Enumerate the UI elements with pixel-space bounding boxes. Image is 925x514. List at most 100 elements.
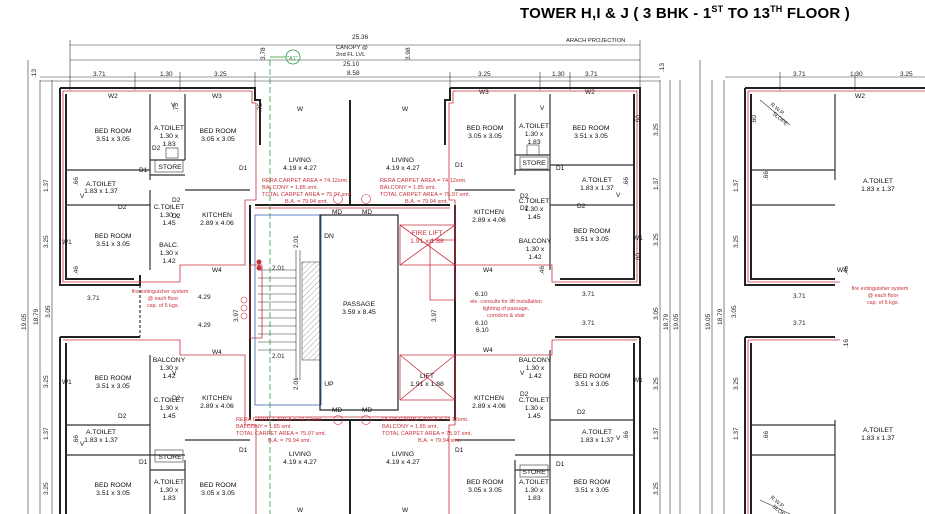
ctoilet-dim2-1: 1.45 bbox=[162, 220, 175, 227]
fire-note-1a: fire extinguisher system bbox=[132, 289, 189, 295]
room-labels: BED ROOM 3.51 x 3.05 A.TOILET 1.30 x 1.8… bbox=[84, 123, 614, 502]
bedroom-label-12: BED ROOM bbox=[573, 479, 610, 486]
far-right-room-labels: A.TOILET 1.83 x 1.37 A.TOILET 1.83 x 1.3… bbox=[837, 93, 895, 442]
dim-3-71-c: 3.71 bbox=[793, 71, 806, 78]
vent-v-e: V bbox=[80, 441, 85, 448]
dim-8-58: 8.58 bbox=[347, 70, 360, 77]
window-w2-a: W2 bbox=[108, 93, 118, 100]
dim-60-a: .60 bbox=[635, 115, 642, 124]
balcony-label-3: BALCONY bbox=[153, 357, 186, 364]
dim-66-b: .66 bbox=[623, 177, 630, 186]
fire-extinguisher-rings bbox=[240, 194, 371, 425]
lift-label: LIFT bbox=[420, 373, 434, 380]
balc-label-1: BALC. bbox=[159, 242, 179, 249]
bedroom-size-9: 3.05 x 3.05 bbox=[201, 490, 235, 497]
window-w4-a: W4 bbox=[212, 267, 222, 274]
atoilet-dim2-3: 1.83 bbox=[527, 139, 540, 146]
door-d1-g: D1 bbox=[455, 447, 464, 454]
bedroom-size-1: 3.51 x 3.05 bbox=[96, 136, 130, 143]
drawing-title: TOWER H,I & J ( 3 BHK - 1ST TO 13TH FLOO… bbox=[520, 4, 850, 22]
balc-dim1-2: 1.30 x bbox=[526, 246, 545, 253]
title-sup-st: ST bbox=[711, 4, 724, 14]
ctoilet-dim2-3: 1.45 bbox=[162, 413, 175, 420]
ctoilet-label-3: C.TOILET bbox=[154, 397, 184, 404]
atoilet-label-5: A.TOILET bbox=[86, 429, 116, 436]
general-notes: fire extinguisher system @ each floor ca… bbox=[132, 286, 909, 319]
dim-3-25-i: 3.25 bbox=[653, 377, 660, 390]
dim-3-97-b: 3.97 bbox=[431, 309, 438, 322]
balcony-area-2: BALCONY = 1.85 smt. bbox=[380, 185, 436, 191]
lift-consult-note-c: corridors & stair bbox=[487, 313, 525, 319]
window-w4-c: W4 bbox=[212, 349, 222, 356]
rera-area-2: RERA CARPET AREA = 74.12smt. bbox=[380, 178, 467, 184]
door-d1-e: D1 bbox=[139, 459, 148, 466]
vent-v-f: V bbox=[616, 435, 621, 442]
top-notes: CANOPY @ 2nd FL LVL ARACH PROJECTION bbox=[336, 38, 625, 58]
living-size-4: 4.19 x 4.27 bbox=[386, 459, 420, 466]
door-d1-c: D1 bbox=[455, 162, 464, 169]
door-d2-j: D2 bbox=[520, 391, 529, 398]
kitchen-label-2: KITCHEN bbox=[474, 209, 504, 216]
door-d1-a: D1 bbox=[139, 167, 148, 174]
atoilet-dim1-3: 1.30 x bbox=[525, 131, 544, 138]
lift-consult-note-b: lighting of passage, bbox=[483, 306, 530, 312]
fire-note-1b: @ each floor bbox=[148, 296, 179, 302]
dim-1-37-f: 1.37 bbox=[733, 427, 740, 440]
dim-3-05-b: 3.05 bbox=[653, 307, 660, 320]
living-label-3: LIVING bbox=[289, 451, 311, 458]
dim-2-01-d: 2.01 bbox=[272, 353, 285, 360]
balc-dim1-3: 1.30 x bbox=[160, 365, 179, 372]
left-dimension-lines bbox=[27, 60, 725, 514]
living-label-2: LIVING bbox=[392, 157, 414, 164]
title-mid: TO 13 bbox=[723, 5, 771, 22]
dim-1-30-b: 1.30 bbox=[552, 71, 565, 78]
window-w1-c: W1 bbox=[62, 379, 72, 386]
dim-16-a: .16 bbox=[843, 339, 850, 348]
stair-down-label: DN bbox=[324, 233, 334, 240]
dim-3-71-h: 3.71 bbox=[793, 320, 806, 327]
total-area-4: TOTAL CARPET AREA = 75.97 smt. bbox=[382, 431, 473, 437]
dim-66-f: .66 bbox=[763, 431, 770, 440]
fire-note-1c: cap. of 5 kgs. bbox=[147, 303, 179, 309]
window-w3-b: W3 bbox=[479, 89, 489, 96]
bedroom-label-4: BED ROOM bbox=[466, 125, 503, 132]
main-door-md-a: MD bbox=[332, 209, 342, 216]
dim-3-05-c: 3.05 bbox=[731, 305, 738, 318]
balc-dim2-3: 1.42 bbox=[162, 373, 175, 380]
ba-area-4: B.A. = 79.94 smt. bbox=[418, 438, 462, 444]
dim-4-29-b: 4.29 bbox=[198, 322, 211, 329]
bedroom-size-11: 3.05 x 3.05 bbox=[468, 487, 502, 494]
atoilet-label-7: A.TOILET bbox=[582, 429, 612, 436]
atoilet-label-3: A.TOILET bbox=[519, 123, 549, 130]
dim-25-36: 25.36 bbox=[352, 34, 369, 41]
ba-area-1: B.A. = 79.94 smt. bbox=[285, 199, 329, 205]
store-boxes bbox=[154, 144, 549, 478]
dim-3-25-l: 3.25 bbox=[733, 377, 740, 390]
dim-1-30-a: 1.30 bbox=[160, 71, 173, 78]
dim-19-05-c: 19.05 bbox=[705, 313, 712, 330]
atoilet-size-10: 1.83 x 1.37 bbox=[861, 435, 895, 442]
atoilet-dim2-8: 1.83 bbox=[527, 495, 540, 502]
window-w-d: W bbox=[402, 507, 409, 514]
title-text: TOWER H,I & J ( 3 BHK - 1 bbox=[520, 5, 712, 22]
bedroom-size-8: 3.51 x 3.05 bbox=[96, 490, 130, 497]
dim-75-b: .75 bbox=[173, 103, 180, 112]
dim-66-e: .66 bbox=[763, 171, 770, 180]
kitchen-label-1: KITCHEN bbox=[202, 212, 232, 219]
kitchen-label-3: KITCHEN bbox=[202, 395, 232, 402]
main-door-md-b: MD bbox=[362, 209, 372, 216]
ba-area-2: B.A. = 79.94 smt. bbox=[405, 199, 449, 205]
stair-up-label: UP bbox=[324, 381, 334, 388]
ctoilet-dim1-2: 1.30 x bbox=[525, 206, 544, 213]
main-door-md-c: MD bbox=[332, 407, 342, 414]
dim-3-25-f: 3.25 bbox=[43, 482, 50, 495]
door-d1-b: D1 bbox=[239, 165, 248, 172]
dim-3-25-e: 3.25 bbox=[43, 375, 50, 388]
total-area-1: TOTAL CARPET AREA = 75.97 smt. bbox=[262, 192, 353, 198]
dim-13-a: .13 bbox=[31, 69, 38, 78]
bedroom-size-12: 3.51 x 3.05 bbox=[575, 487, 609, 494]
door-d2-g: D2 bbox=[577, 203, 586, 210]
window-w3-a: W3 bbox=[212, 93, 222, 100]
atoilet-dim1-8: 1.30 x bbox=[525, 487, 544, 494]
